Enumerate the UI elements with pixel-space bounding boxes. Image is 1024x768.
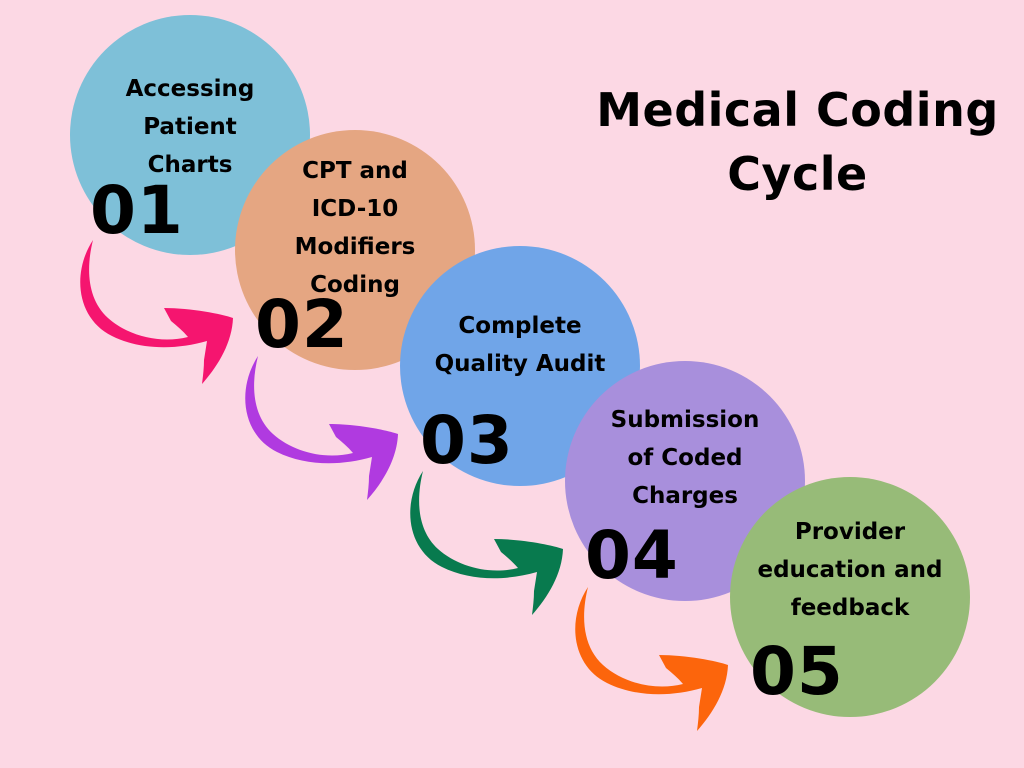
step-5-number: 05 [750, 633, 844, 710]
diagram-title: Medical Coding Cycle [580, 78, 1015, 206]
step-2-circle: CPT and ICD-10 Modifiers Coding 02 [235, 130, 475, 370]
curved-arrow-icon [245, 356, 398, 500]
step-4-label: Submission of Coded Charges [610, 407, 760, 509]
title-line-1: Medical Coding [596, 83, 999, 137]
step-2-label: CPT and ICD-10 Modifiers Coding [294, 158, 416, 298]
curved-arrow-icon [80, 240, 233, 384]
arrow-shape [410, 471, 563, 615]
step-2-number: 02 [255, 286, 349, 363]
step-3-label: Complete Quality Audit [434, 313, 606, 377]
arrow-shape [245, 356, 398, 500]
step-4-number: 04 [585, 517, 679, 594]
step-3-number: 03 [420, 402, 514, 479]
step-5-label: Provider education and feedback [757, 519, 943, 621]
step-1-number: 01 [90, 172, 184, 249]
title-line-2: Cycle [727, 147, 868, 201]
arrow-shape [80, 240, 233, 384]
curved-arrow-icon [575, 587, 728, 731]
step-5-circle: Provider education and feedback 05 [730, 477, 970, 717]
arrow-shape [575, 587, 728, 731]
step-1-label: Accessing Patient Charts [125, 76, 255, 178]
curved-arrow-icon [410, 471, 563, 615]
step-4-circle: Submission of Coded Charges 04 [565, 361, 805, 601]
